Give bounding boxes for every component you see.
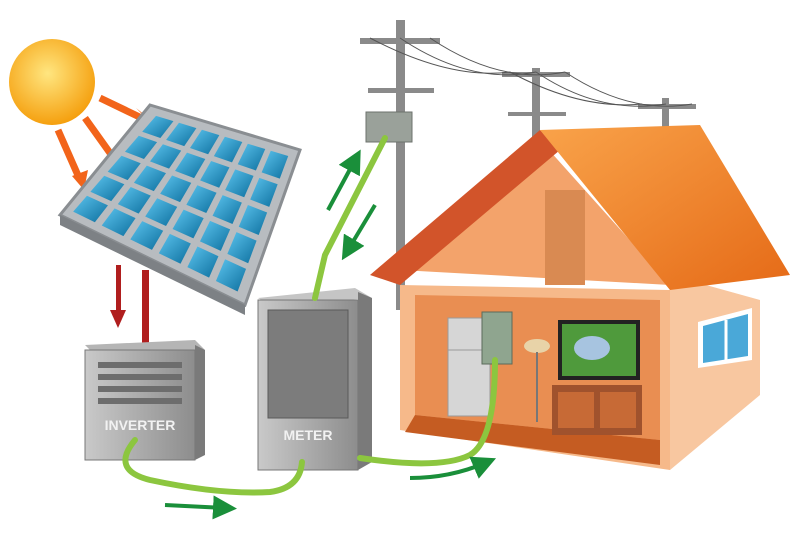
power-lines bbox=[369, 37, 693, 107]
flow-arrow-inverter-to-meter bbox=[164, 495, 237, 520]
solar-cell bbox=[215, 259, 247, 292]
solar-cell bbox=[189, 129, 220, 155]
house bbox=[370, 125, 790, 470]
dc-down-arrow-icon bbox=[110, 265, 126, 328]
solar-cell bbox=[73, 195, 108, 223]
inverter: INVERTER bbox=[84, 340, 205, 461]
panel-post bbox=[142, 270, 149, 345]
electrical-panel bbox=[481, 311, 513, 365]
solar-cell bbox=[250, 177, 278, 207]
solar-cell bbox=[237, 143, 266, 171]
solar-cell bbox=[117, 187, 151, 214]
floor-lamp bbox=[524, 339, 550, 422]
solar-cell bbox=[90, 175, 125, 202]
inverter-label: INVERTER bbox=[105, 417, 176, 433]
fridge bbox=[447, 317, 491, 417]
meter-label: METER bbox=[284, 427, 333, 443]
solar-cell bbox=[227, 232, 257, 264]
solar-cell bbox=[261, 150, 289, 179]
solar-cell bbox=[225, 169, 254, 198]
tv-cabinet bbox=[552, 385, 642, 435]
solar-cell bbox=[107, 155, 141, 181]
solar-cell bbox=[130, 221, 164, 250]
solar-cell bbox=[160, 175, 192, 203]
solar-cell bbox=[101, 208, 136, 237]
solar-cell bbox=[238, 204, 268, 236]
flow-arrow-meter-to-house bbox=[409, 456, 497, 480]
solar-cell bbox=[175, 152, 206, 179]
solar-cell bbox=[124, 135, 158, 160]
solar-cell bbox=[200, 161, 230, 188]
flow-arrow-to-grid bbox=[326, 149, 361, 211]
solar-cell bbox=[187, 246, 219, 278]
flow-arrow-from-grid bbox=[341, 203, 377, 261]
solar-cell bbox=[166, 122, 197, 147]
television bbox=[558, 320, 640, 380]
house-window bbox=[698, 308, 752, 368]
sun bbox=[9, 39, 95, 125]
solar-cell bbox=[172, 209, 204, 239]
meter: METER bbox=[257, 288, 372, 471]
solar-cell bbox=[199, 220, 231, 251]
solar-cell bbox=[213, 136, 243, 163]
solar-cell bbox=[186, 185, 217, 214]
solar-cell bbox=[149, 144, 182, 169]
solar-cell bbox=[145, 198, 178, 226]
solar-cell bbox=[142, 115, 174, 138]
solar-panel bbox=[57, 103, 302, 315]
solar-cell bbox=[212, 195, 242, 225]
wires bbox=[122, 135, 498, 496]
solar-cell bbox=[158, 233, 191, 264]
flow-arrows bbox=[164, 149, 497, 520]
solar-cell bbox=[133, 165, 166, 192]
